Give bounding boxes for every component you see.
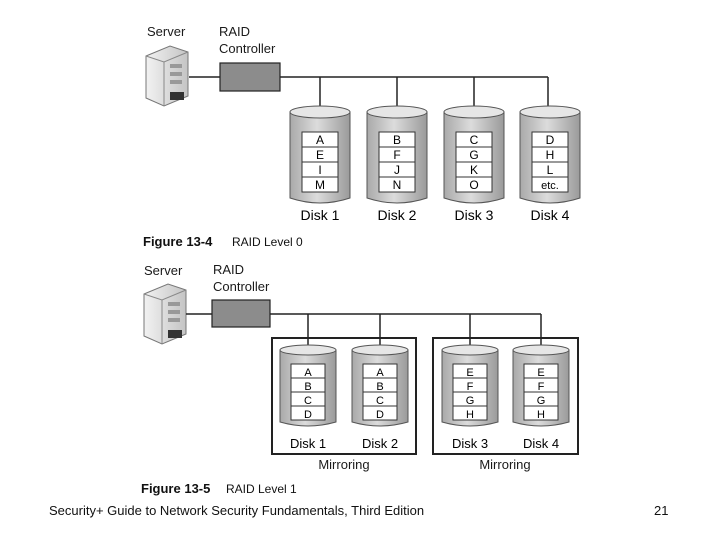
raid-controller-box	[211, 299, 271, 328]
figure-13-4: Server RAID Controller A E I M Disk 1	[143, 24, 581, 249]
block-label: G	[469, 148, 478, 162]
disk-name: Disk 3	[452, 436, 488, 451]
disk-name: Disk 2	[362, 436, 398, 451]
block-label: G	[537, 395, 546, 407]
block-label: A	[376, 367, 384, 379]
figure-caption-text: RAID Level 0	[232, 235, 303, 249]
block-label: F	[467, 381, 474, 393]
block-label: C	[376, 395, 384, 407]
controller-label-line2: Controller	[213, 279, 270, 294]
disk-array-level0: A E I M Disk 1 B F J N Disk 2	[289, 77, 581, 223]
block-label: F	[393, 148, 400, 162]
figure-caption-number: Figure 13-4	[143, 234, 213, 249]
server-label: Server	[147, 24, 186, 39]
footer-title: Security+ Guide to Network Security Fund…	[49, 503, 425, 518]
mirroring-label: Mirroring	[479, 457, 530, 472]
block-label: E	[466, 367, 473, 379]
block-label: J	[394, 163, 400, 177]
page-number: 21	[654, 503, 669, 518]
block-label: O	[469, 178, 478, 192]
block-label: E	[316, 148, 324, 162]
mirroring-label: Mirroring	[318, 457, 369, 472]
disk-name: Disk 3	[455, 207, 494, 223]
disk-cylinder: D H L etc. Disk 4	[519, 77, 581, 223]
block-label: D	[376, 409, 384, 421]
block-label: G	[466, 395, 475, 407]
block-label: D	[304, 409, 312, 421]
block-label: D	[546, 133, 555, 147]
block-label: I	[318, 163, 321, 177]
disk-cylinder: A E I M Disk 1	[289, 77, 351, 223]
figure-13-5: Server RAID Controller A B C D Disk 1	[141, 262, 579, 496]
block-label: C	[304, 395, 312, 407]
disk-cylinder: A B C D Disk 2	[351, 314, 409, 451]
block-label: H	[466, 409, 474, 421]
block-label: E	[537, 367, 544, 379]
disk-cylinder: C G K O Disk 3	[443, 77, 505, 223]
disk-name: Disk 2	[378, 207, 417, 223]
block-label: H	[546, 148, 555, 162]
mirroring-group-box	[271, 337, 417, 455]
block-label: H	[537, 409, 545, 421]
block-label: etc.	[541, 180, 559, 192]
mirroring-group-box	[432, 337, 579, 455]
server-icon	[145, 45, 189, 107]
disk-name: Disk 1	[290, 436, 326, 451]
server-label: Server	[144, 263, 183, 278]
disk-name: Disk 1	[301, 207, 340, 223]
controller-label-line1: RAID	[213, 262, 244, 277]
disk-name: Disk 4	[531, 207, 570, 223]
block-label: M	[315, 178, 325, 192]
raid-controller-box	[219, 62, 281, 92]
block-label: L	[547, 163, 554, 177]
block-label: N	[393, 178, 402, 192]
disk-name: Disk 4	[523, 436, 559, 451]
server-icon	[143, 283, 187, 345]
block-label: B	[393, 133, 401, 147]
controller-label-line2: Controller	[219, 41, 276, 56]
block-label: B	[376, 381, 383, 393]
controller-label-line1: RAID	[219, 24, 250, 39]
block-label: B	[304, 381, 311, 393]
figure-caption-number: Figure 13-5	[141, 481, 210, 496]
block-label: K	[470, 163, 478, 177]
disk-cylinder: E F G H Disk 4	[512, 314, 570, 451]
mirroring-group: E F G H Disk 3 E F G H Disk 4 Mirrorin	[432, 314, 579, 472]
disk-cylinder: B F J N Disk 2	[366, 77, 428, 223]
block-label: A	[304, 367, 312, 379]
disk-cylinder: A B C D Disk 1	[279, 314, 337, 451]
mirroring-group: A B C D Disk 1 A B C D Disk 2 Mirrorin	[271, 314, 417, 472]
block-label: F	[538, 381, 545, 393]
block-label: A	[316, 133, 324, 147]
block-label: C	[470, 133, 479, 147]
figure-caption-text: RAID Level 1	[226, 482, 297, 496]
disk-cylinder: E F G H Disk 3	[441, 314, 499, 451]
